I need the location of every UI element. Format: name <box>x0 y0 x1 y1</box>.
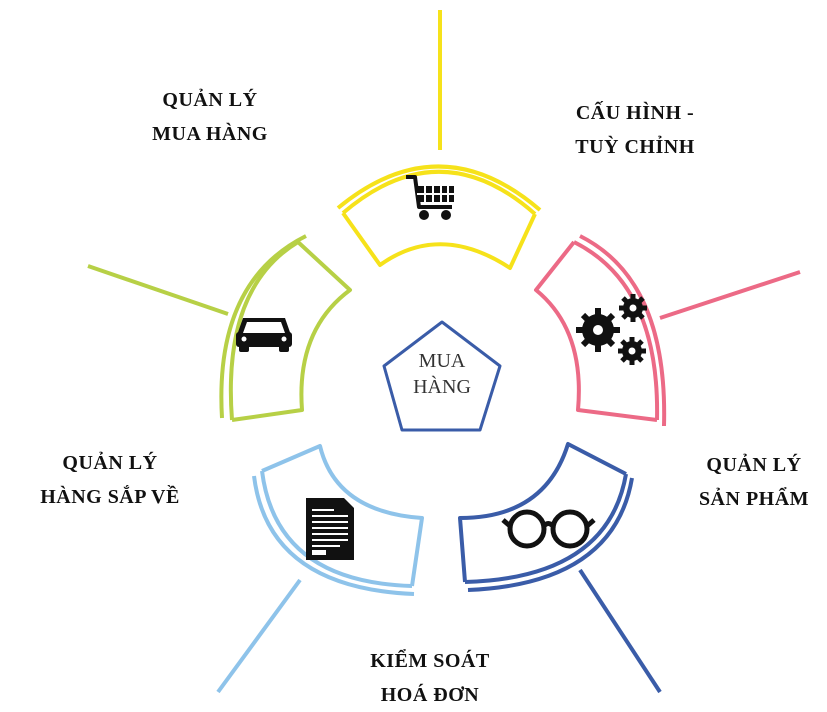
connector-line-incoming <box>87 264 229 316</box>
label-invoice: KIỂM SOÁT HOÁ ĐƠN <box>350 644 510 712</box>
segment-incoming <box>87 234 352 422</box>
glasses-icon <box>501 509 596 549</box>
shopping-cart-icon <box>406 175 454 220</box>
gears-icon <box>576 294 647 365</box>
label-config-line2: TUỲ CHỈNH <box>575 136 695 158</box>
label-incoming-line1: QUẢN LÝ <box>62 452 158 474</box>
label-invoice-line1: KIỂM SOÁT <box>370 650 490 672</box>
label-config: CẤU HÌNH - TUỲ CHỈNH <box>540 96 730 164</box>
label-purchase: QUẢN LÝ MUA HÀNG <box>120 83 300 151</box>
label-incoming: QUẢN LÝ HÀNG SẮP VỀ <box>20 446 200 514</box>
connector-line-product <box>578 568 662 694</box>
connector-line-invoice <box>216 578 302 694</box>
center-pentagon <box>382 320 502 432</box>
segment-product <box>458 442 662 694</box>
invoice-document-icon <box>306 498 354 560</box>
label-product-line2: SẢN PHẨM <box>698 488 810 510</box>
connector-line-config <box>659 270 801 320</box>
label-purchase-line1: QUẢN LÝ <box>162 89 258 111</box>
label-config-line1: CẤU HÌNH - <box>575 102 695 124</box>
label-incoming-line2: HÀNG SẮP VỀ <box>40 486 180 508</box>
segment-purchase <box>336 10 542 270</box>
center-label-line1: MUA <box>418 350 466 372</box>
label-product: QUẢN LÝ SẢN PHẨM <box>684 448 824 516</box>
center-label: MUA HÀNG <box>392 348 492 400</box>
center-label-line2: HÀNG <box>413 376 471 398</box>
label-purchase-line2: MUA HÀNG <box>152 123 268 145</box>
label-product-line1: QUẢN LÝ <box>706 454 802 476</box>
label-invoice-line2: HOÁ ĐƠN <box>380 684 480 706</box>
truck-icon <box>236 318 292 352</box>
segment-config <box>534 234 801 427</box>
